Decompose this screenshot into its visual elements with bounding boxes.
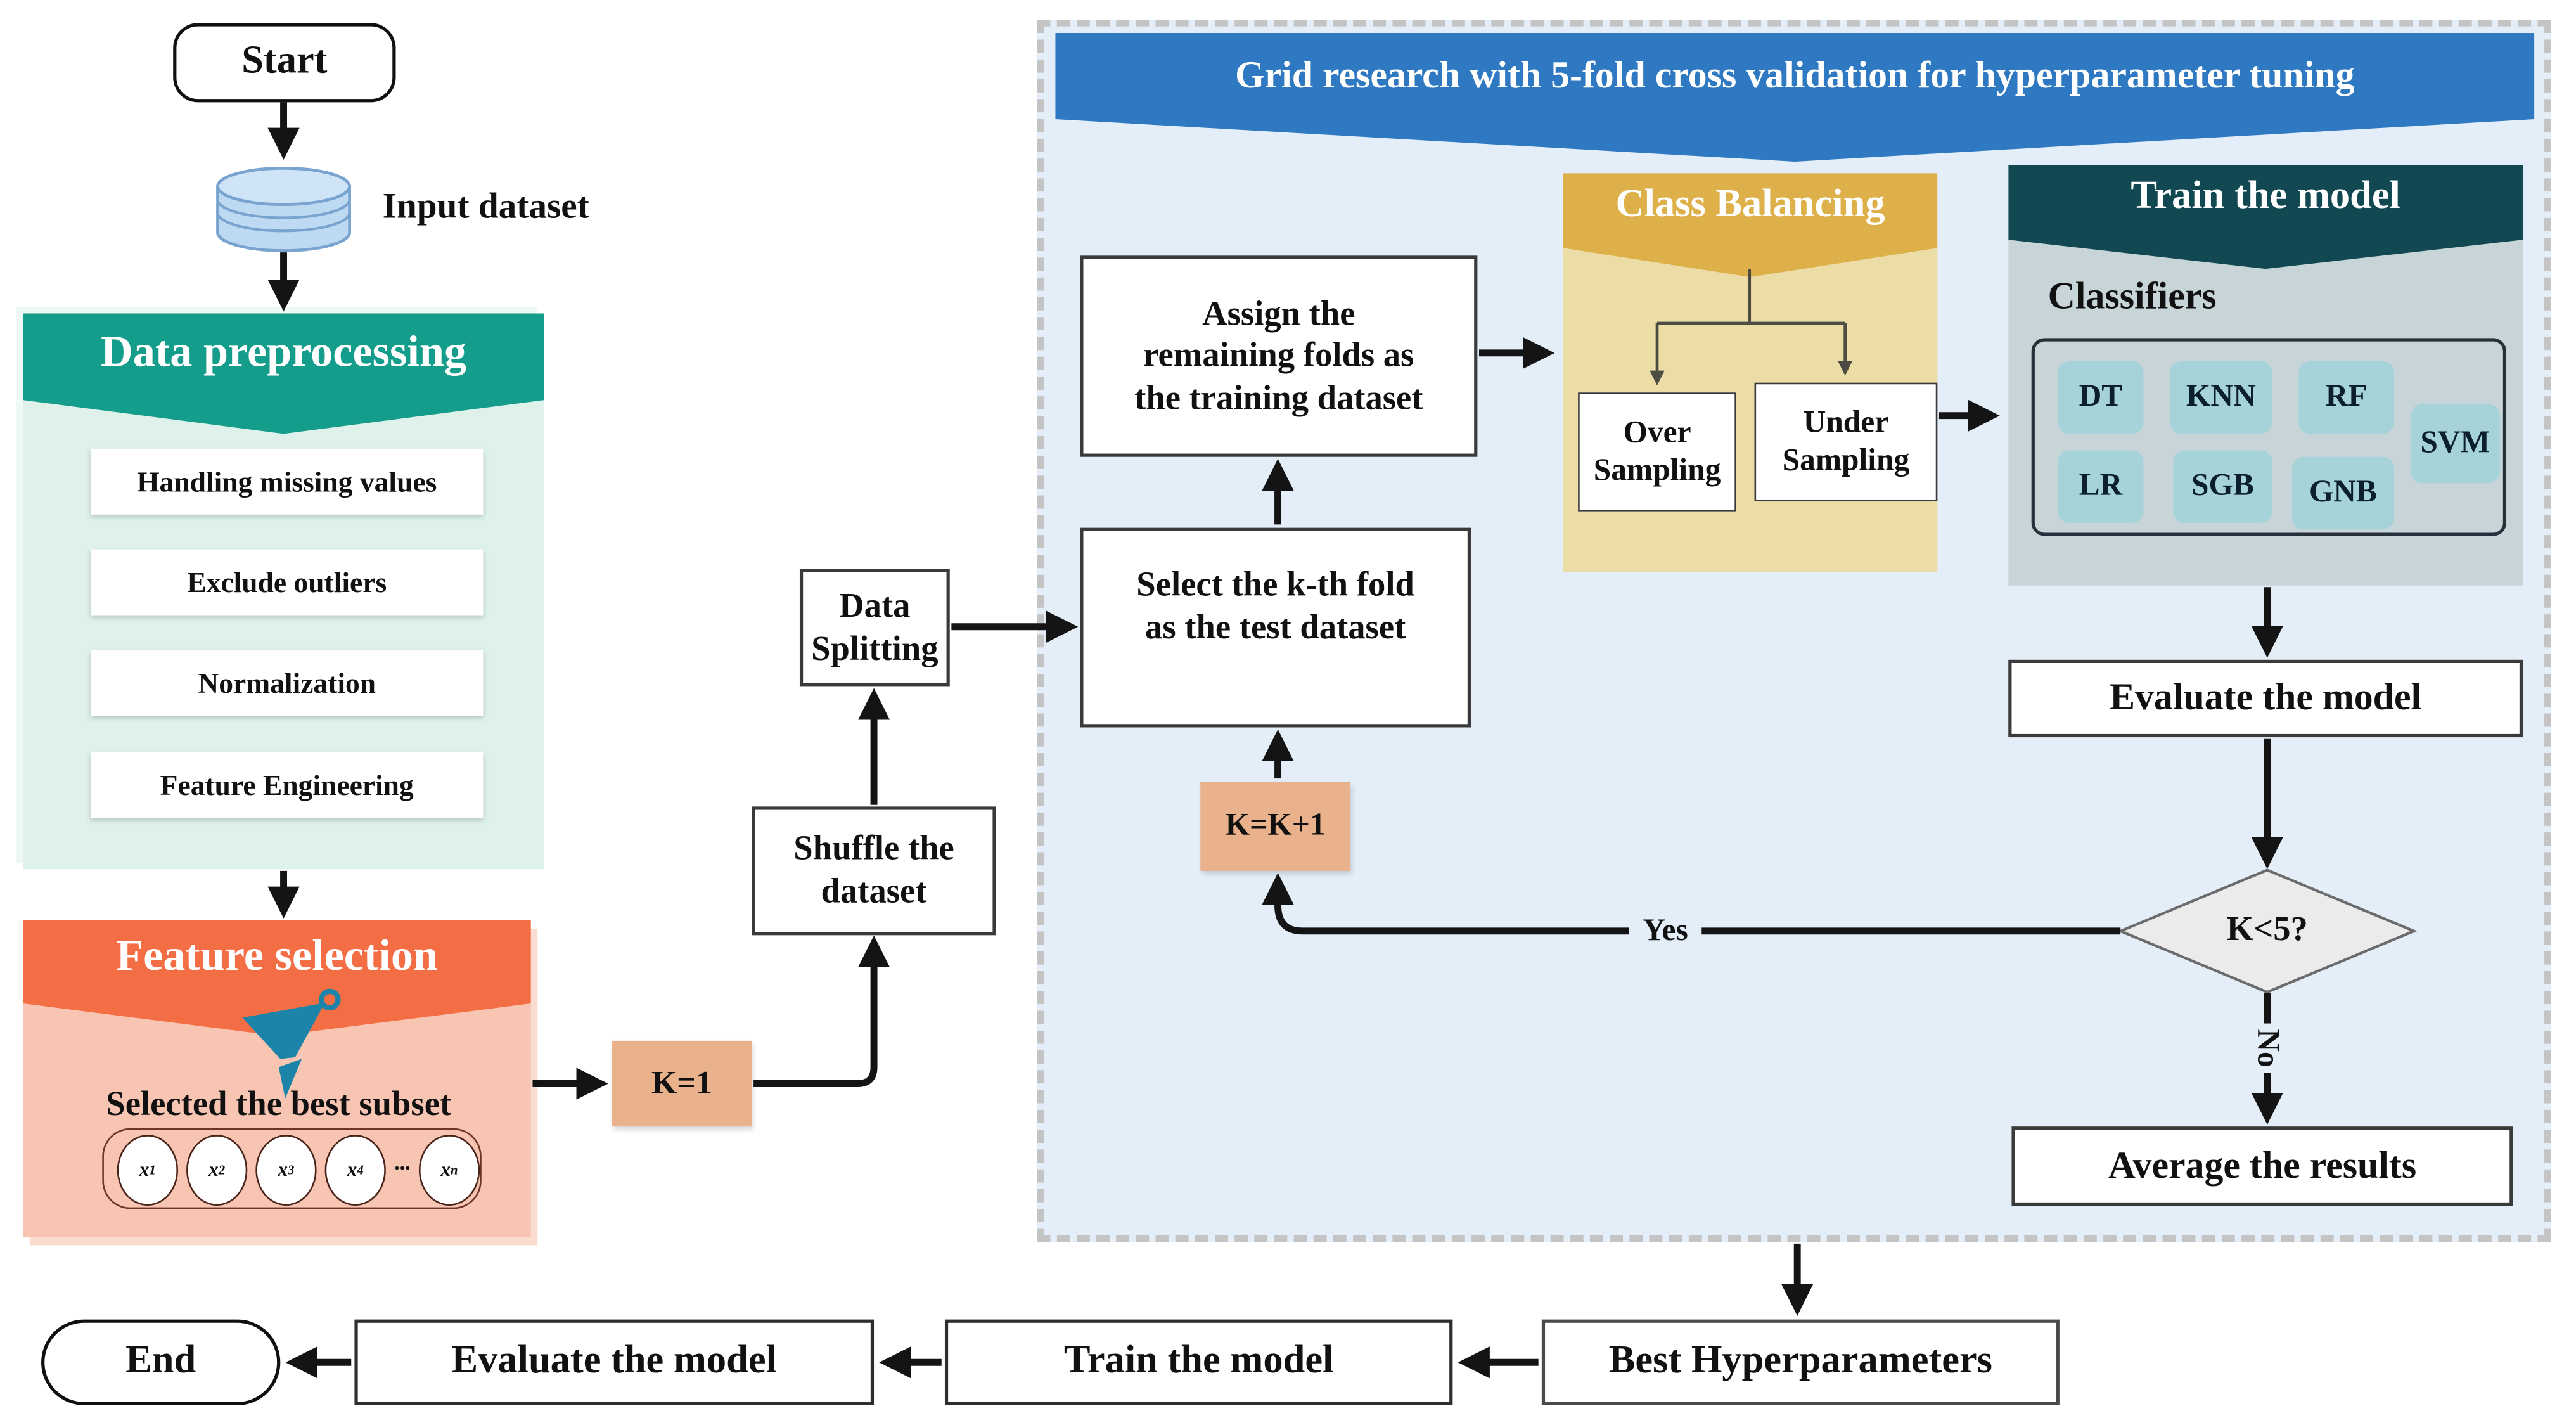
- data-splitting-line2: Splitting: [811, 628, 939, 667]
- train-model-title: Train the model: [2131, 174, 2400, 218]
- select-line2: as the test dataset: [1145, 606, 1406, 646]
- shuffle-line2: dataset: [821, 870, 927, 911]
- feature-selection-title: Feature selection: [116, 930, 439, 980]
- feature-base: x: [139, 1157, 150, 1182]
- classifiers-label: Classifiers: [2047, 275, 2217, 317]
- evaluate-model-label: Evaluate the model: [2110, 677, 2422, 719]
- average-results-label: Average the results: [2108, 1144, 2417, 1186]
- train-model-bottom-node: Train the model: [944, 1319, 1453, 1405]
- end-node: End: [41, 1319, 281, 1405]
- step-label: Exclude outliers: [187, 565, 387, 598]
- assign-line3: the training dataset: [1134, 377, 1423, 417]
- feature-sub: 1: [149, 1163, 156, 1178]
- yes-label: Yes: [1629, 910, 1702, 952]
- end-label: End: [125, 1339, 196, 1383]
- k-increment-label: K=K+1: [1225, 808, 1326, 843]
- chip-label: RF: [2325, 379, 2368, 415]
- chip-label: DT: [2079, 379, 2123, 415]
- feature-sub: 3: [288, 1163, 295, 1178]
- select-fold-node: Select the k-th fold as the test dataset: [1080, 527, 1471, 728]
- chip-label: LR: [2079, 468, 2123, 503]
- feature-base: x: [440, 1157, 451, 1182]
- over-line2: Sampling: [1593, 453, 1721, 489]
- preprocessing-step-outliers: Exclude outliers: [91, 549, 484, 616]
- classifier-chip-sgb: SGB: [2173, 450, 2272, 523]
- cv-title: Grid research with 5-fold cross validati…: [1235, 54, 2355, 96]
- k-init-label: K=1: [651, 1064, 712, 1101]
- assign-folds-node: Assign the remaining folds as the traini…: [1080, 255, 1478, 457]
- average-results-node: Average the results: [2011, 1126, 2513, 1206]
- assign-line2: remaining folds as: [1143, 335, 1414, 375]
- arrow-k1-to-shuffle: [753, 935, 890, 1087]
- chip-label: SVM: [2420, 425, 2490, 460]
- classifier-chip-knn: KNN: [2170, 361, 2272, 434]
- start-node: Start: [173, 23, 396, 103]
- feature-sub: n: [451, 1163, 458, 1178]
- best-hyperparameters-node: Best Hyperparameters: [1541, 1319, 2060, 1405]
- class-balancing-title: Class Balancing: [1615, 183, 1885, 226]
- chip-label: SGB: [2191, 468, 2254, 503]
- classifier-chip-lr: LR: [2058, 450, 2144, 523]
- classifiers-panel: DT KNN RF LR SGB GNB SVM: [2031, 338, 2507, 536]
- over-line1: Over: [1623, 415, 1691, 450]
- under-sampling-node: Under Sampling: [1754, 382, 1938, 502]
- data-preprocessing-title: Data preprocessing: [101, 326, 467, 377]
- feature-sub: 4: [357, 1163, 364, 1178]
- shuffle-line1: Shuffle the: [793, 829, 954, 868]
- select-line1: Select the k-th fold: [1136, 564, 1414, 604]
- feature-ellipsis: ...: [394, 1149, 411, 1175]
- classifier-chip-gnb: GNB: [2291, 456, 2395, 530]
- k-increment-node: K=K+1: [1200, 782, 1351, 871]
- evaluate-model-bottom-node: Evaluate the model: [354, 1319, 875, 1405]
- best-hyperparameters-label: Best Hyperparameters: [1608, 1339, 1992, 1383]
- feature-base: x: [208, 1157, 219, 1182]
- chip-label: GNB: [2309, 475, 2378, 510]
- feature-base: x: [347, 1157, 357, 1182]
- database-cylinder-icon: [216, 167, 351, 252]
- evaluate-model-node: Evaluate the model: [2008, 659, 2523, 738]
- feature-base: x: [278, 1157, 288, 1182]
- selected-subset-caption: Selected the best subset: [106, 1083, 452, 1123]
- step-label: Feature Engineering: [160, 768, 414, 801]
- chip-label: KNN: [2186, 379, 2256, 415]
- shuffle-dataset-node: Shuffle the dataset: [752, 806, 996, 936]
- classifier-chip-rf: RF: [2298, 361, 2395, 434]
- preprocessing-step-missing-values: Handling missing values: [91, 448, 484, 515]
- start-label: Start: [241, 40, 328, 84]
- train-model-bottom-label: Train the model: [1063, 1339, 1334, 1383]
- decision-label: K<5?: [2226, 908, 2308, 949]
- step-label: Handling missing values: [137, 464, 437, 498]
- no-label: No: [2246, 1023, 2288, 1073]
- under-line1: Under: [1803, 405, 1889, 441]
- step-label: Normalization: [198, 665, 376, 699]
- input-dataset-label: Input dataset: [382, 184, 589, 226]
- under-line2: Sampling: [1782, 443, 1910, 479]
- preprocessing-step-feature-engineering: Feature Engineering: [91, 752, 484, 818]
- assign-line1: Assign the: [1202, 293, 1355, 333]
- preprocessing-step-normalization: Normalization: [91, 650, 484, 716]
- data-splitting-line1: Data: [839, 585, 911, 625]
- evaluate-model-bottom-label: Evaluate the model: [451, 1339, 777, 1383]
- data-splitting-node: Data Splitting: [799, 569, 950, 687]
- over-sampling-node: Over Sampling: [1578, 392, 1736, 512]
- k-init-node: K=1: [612, 1040, 752, 1127]
- classifier-chip-dt: DT: [2058, 361, 2144, 434]
- classifier-chip-svm: SVM: [2411, 404, 2500, 484]
- feature-sub: 2: [218, 1163, 226, 1178]
